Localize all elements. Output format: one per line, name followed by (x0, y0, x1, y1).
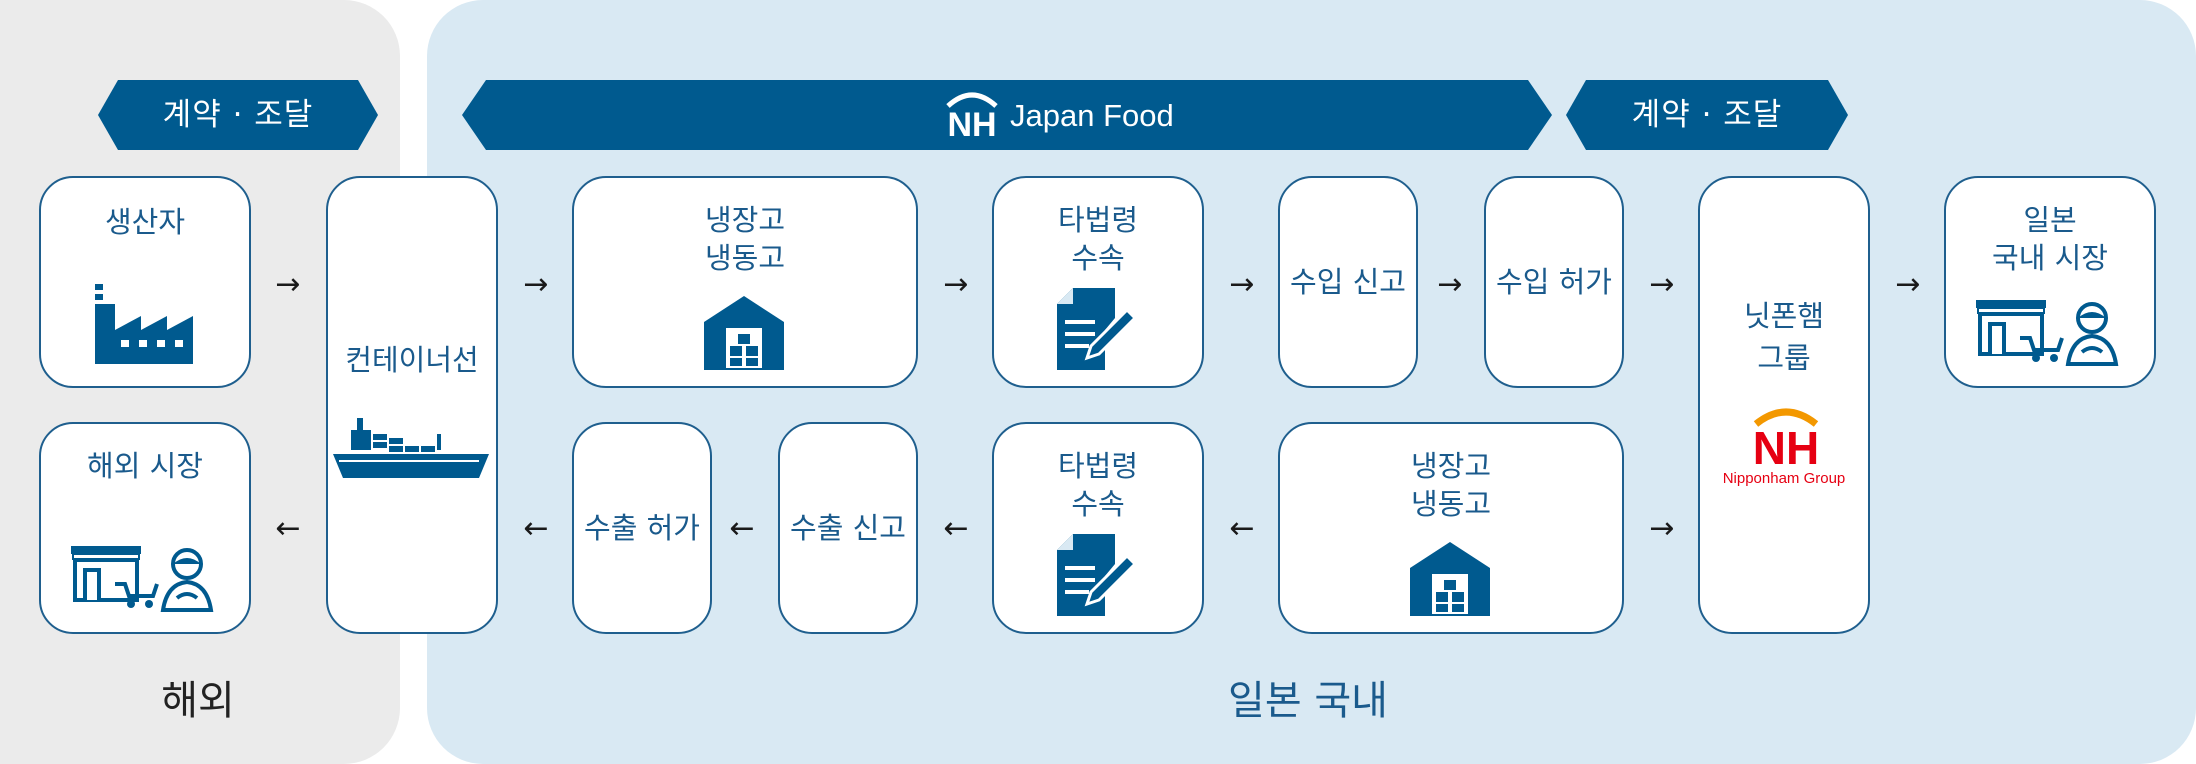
import-declaration-node: 수입 신고 (1278, 176, 1418, 388)
svg-text:NH: NH (1753, 422, 1819, 466)
document-pen-icon (1057, 288, 1137, 372)
container-ship-node: 컨테이너선 (326, 176, 498, 634)
factory-icon (95, 284, 193, 364)
legal-procedure-import-node: 타법령 수속 (992, 176, 1204, 388)
arrow-left: ← (275, 511, 301, 546)
shop-cart-person-icon (71, 546, 213, 612)
arrow-right: → (523, 267, 549, 302)
arrow-left: ← (729, 511, 755, 546)
nipponham-logo-icon: NH (1736, 406, 1836, 474)
nh-japan-food-banner: NH Japan Food (462, 80, 1552, 150)
contract-procurement-banner-left: 계약 · 조달 (98, 80, 378, 150)
arrow-right: → (1649, 511, 1675, 546)
nh-logo-icon: NH (942, 90, 1002, 140)
arrow-left: ← (1229, 511, 1255, 546)
nipponham-logo-text: Nipponham Group (1722, 470, 1846, 487)
cold-storage-import-node: 냉장고 냉동고 (572, 176, 918, 388)
export-permit-node: 수출 허가 (572, 422, 712, 634)
arrow-right: → (1895, 267, 1921, 302)
legal-procedure-export-node: 타법령 수속 (992, 422, 1204, 634)
arrow-right: → (1437, 267, 1463, 302)
arrow-right: → (1229, 267, 1255, 302)
arrow-right: → (943, 267, 969, 302)
shop-cart-person-icon (1976, 300, 2118, 366)
arrow-right: → (1649, 267, 1675, 302)
arrow-left: ← (943, 511, 969, 546)
japan-food-text: Japan Food (1010, 98, 1174, 133)
contract-procurement-banner-right: 계약 · 조달 (1566, 80, 1848, 150)
warehouse-icon (1410, 542, 1490, 616)
warehouse-icon (704, 296, 784, 370)
arrow-left: ← (523, 511, 549, 546)
overseas-market-node: 해외 시장 (39, 422, 251, 634)
svg-text:NH: NH (947, 106, 996, 140)
producer-node: 생산자 (39, 176, 251, 388)
export-declaration-node: 수출 신고 (778, 422, 918, 634)
import-permit-node: 수입 허가 (1484, 176, 1624, 388)
domestic-market-node: 일본 국내 시장 (1944, 176, 2156, 388)
cold-storage-export-node: 냉장고 냉동고 (1278, 422, 1624, 634)
document-pen-icon (1057, 534, 1137, 618)
arrow-right: → (275, 267, 301, 302)
nipponham-group-node: 닛폰햄 그룹 NH Nipponham Group (1698, 176, 1870, 634)
container-ship-icon (333, 418, 489, 478)
